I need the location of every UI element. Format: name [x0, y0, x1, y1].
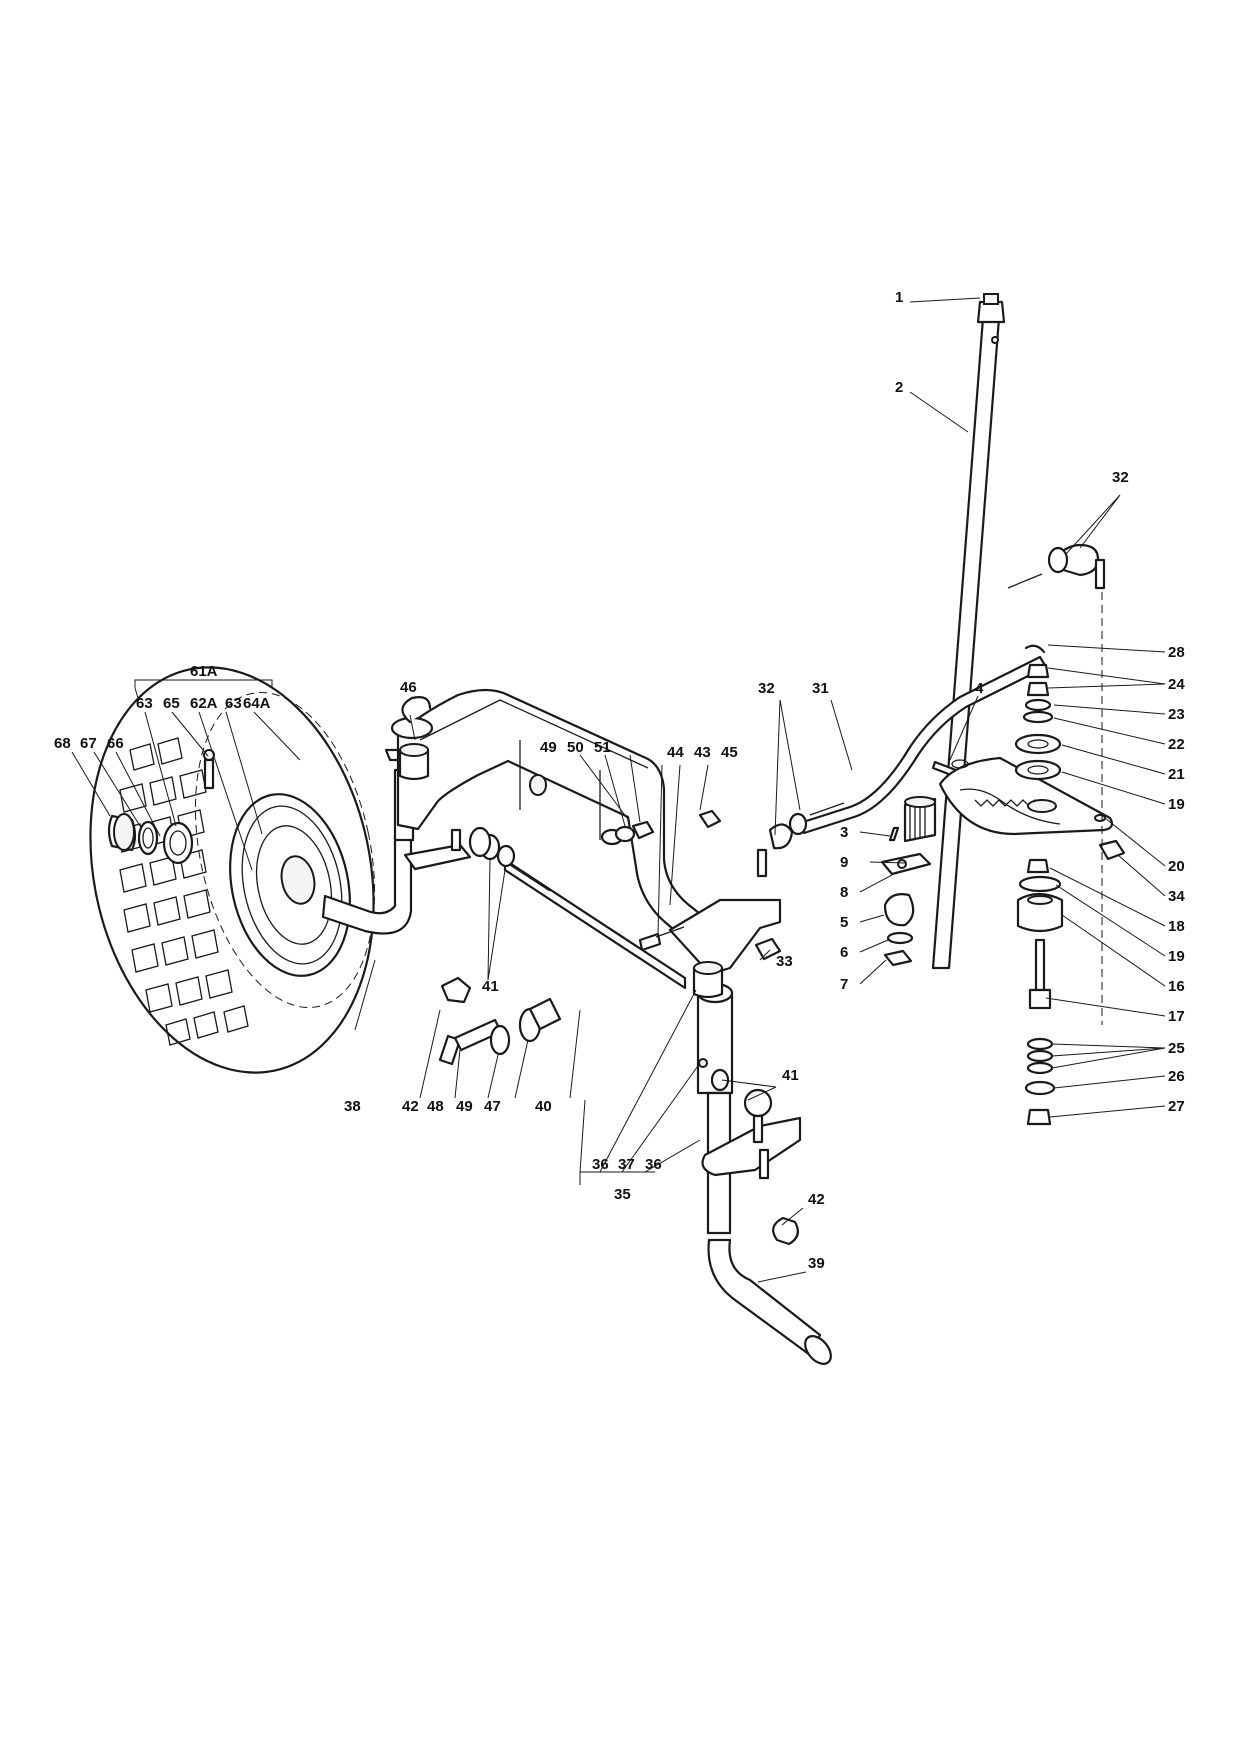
- axle-hardware: [438, 976, 800, 1246]
- tie-rod: [468, 826, 773, 1144]
- callout-39: 39: [808, 1255, 825, 1272]
- callout-36-left: 36: [592, 1156, 609, 1173]
- callout-49-lower: 49: [456, 1098, 473, 1115]
- circlip: [401, 696, 432, 724]
- callout-66: 66: [107, 735, 124, 752]
- callout-8: 8: [840, 884, 848, 901]
- callout-47: 47: [484, 1098, 501, 1115]
- front-wheel: [89, 666, 376, 1074]
- callout-33: 33: [776, 953, 793, 970]
- steering-column: [931, 293, 1006, 970]
- right-stub-axle: [701, 1091, 832, 1365]
- callout-22: 22: [1168, 736, 1185, 753]
- callout-68: 68: [54, 735, 71, 752]
- callout-7: 7: [840, 976, 848, 993]
- callout-38: 38: [344, 1098, 361, 1115]
- callout-16: 16: [1168, 978, 1185, 995]
- callout-9: 9: [840, 854, 848, 871]
- callout-49-upper: 49: [540, 739, 557, 756]
- callout-40: 40: [535, 1098, 552, 1115]
- callout-63-right: 63: [225, 695, 242, 712]
- callout-61A: 61A: [190, 663, 218, 680]
- callout-62A: 62A: [190, 695, 218, 712]
- callout-43: 43: [694, 744, 711, 761]
- callout-50: 50: [567, 739, 584, 756]
- callout-2: 2: [895, 379, 903, 396]
- callout-37: 37: [618, 1156, 635, 1173]
- steering-pinion: [880, 796, 937, 967]
- callout-6: 6: [840, 944, 848, 961]
- callout-63-left: 63: [136, 695, 153, 712]
- pivot-bushings: [398, 743, 724, 999]
- callout-20: 20: [1168, 858, 1185, 875]
- callout-32-right: 32: [1112, 469, 1129, 486]
- callout-18: 18: [1168, 918, 1185, 935]
- callout-19-upper: 19: [1168, 796, 1185, 813]
- callout-1: 1: [895, 289, 903, 306]
- callout-28: 28: [1168, 644, 1185, 661]
- beam-hardware: [600, 809, 782, 961]
- callout-45: 45: [721, 744, 738, 761]
- callout-65: 65: [163, 695, 180, 712]
- callout-35: 35: [614, 1186, 631, 1203]
- callout-64A: 64A: [243, 695, 271, 712]
- callout-17: 17: [1168, 1008, 1185, 1025]
- callout-67: 67: [80, 735, 97, 752]
- callout-31: 31: [812, 680, 829, 697]
- callout-42-right: 42: [808, 1191, 825, 1208]
- callout-26: 26: [1168, 1068, 1185, 1085]
- callout-4: 4: [975, 680, 984, 697]
- callout-3: 3: [840, 824, 848, 841]
- callout-5: 5: [840, 914, 848, 931]
- callout-27: 27: [1168, 1098, 1185, 1115]
- pivot-stack-hardware: [1014, 644, 1126, 1126]
- callout-labels: 1 2 32 28 24 23 22 21 19 20 34 18 19 16 …: [54, 289, 1185, 1272]
- callout-25: 25: [1168, 1040, 1185, 1057]
- callout-41-right: 41: [782, 1067, 799, 1084]
- callout-21: 21: [1168, 766, 1185, 783]
- callout-44: 44: [667, 744, 684, 761]
- callout-24: 24: [1168, 676, 1185, 693]
- callout-32-left: 32: [758, 680, 775, 697]
- callout-46: 46: [400, 679, 417, 696]
- callout-36-right: 36: [645, 1156, 662, 1173]
- leader-lines: [71, 297, 1166, 1283]
- callout-19-lower: 19: [1168, 948, 1185, 965]
- callout-42-left: 42: [402, 1098, 419, 1115]
- wheel-bushings: [107, 813, 194, 865]
- callout-23: 23: [1168, 706, 1185, 723]
- bracket-61A: [134, 679, 273, 688]
- steering-sector-plate: [938, 756, 1114, 836]
- callout-48: 48: [427, 1098, 444, 1115]
- callout-34: 34: [1168, 888, 1185, 905]
- callout-51: 51: [594, 739, 611, 756]
- callout-41-left: 41: [482, 978, 499, 995]
